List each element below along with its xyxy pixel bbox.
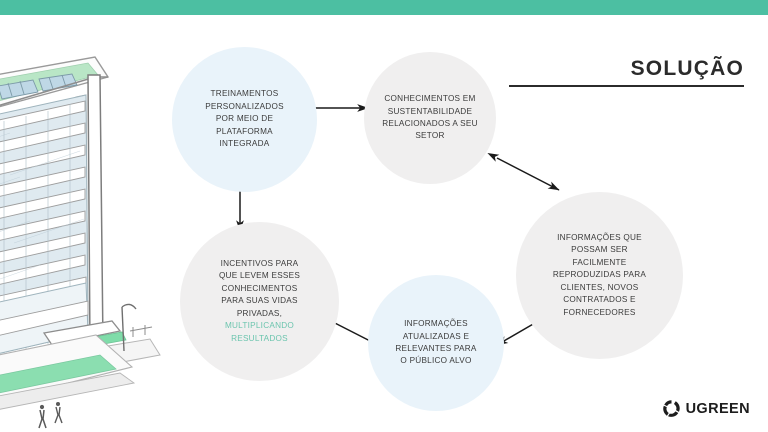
diagram-node-informacoes-atualizadas[interactable]: INFORMAÇÕES ATUALIZADAS E RELEVANTES PAR… — [368, 275, 504, 411]
node-line: RELEVANTES PARA — [395, 344, 477, 353]
node-line: CONTRATADOS E — [563, 295, 636, 305]
node-line: QUE LEVEM ESSES — [218, 271, 301, 281]
node-line: SETOR — [415, 131, 445, 141]
segmented-ring-icon — [662, 400, 680, 417]
node-line: FACILMENTE — [572, 257, 627, 267]
page-title-block: SOLUÇÃO — [509, 58, 744, 87]
node-line: FORNECEDORES — [563, 307, 636, 317]
node-line: RELACIONADOS A SEU — [382, 119, 478, 128]
node-line: POSSAM SER — [571, 245, 628, 255]
diagram-node-informacoes-reproduzidas-label: INFORMAÇÕES QUE POSSAM SER FACILMENTE RE… — [543, 232, 656, 319]
node-line: INTEGRADA — [219, 139, 270, 149]
node-line: INFORMAÇÕES — [404, 319, 468, 329]
node-line: REPRODUZIDAS PARA — [552, 270, 647, 280]
node-accent-line: MULTIPLICANDO — [224, 321, 295, 331]
node-line: CONHECIMENTOS — [221, 283, 298, 293]
diagram-node-conhecimentos[interactable]: CONHECIMENTOS EM SUSTENTABILIDADE RELACI… — [364, 52, 496, 184]
page-title: SOLUÇÃO — [630, 57, 744, 80]
diagram-node-informacoes-atualizadas-label: INFORMAÇÕES ATUALIZADAS E RELEVANTES PAR… — [385, 318, 486, 368]
diagram-node-treinamentos-label: TREINAMENTOS PERSONALIZADOS POR MEIO DE … — [195, 88, 294, 150]
node-line: INFORMAÇÕES QUE — [557, 232, 642, 242]
node-line: ATUALIZADAS E — [402, 331, 470, 341]
node-line: PARA SUAS VIDAS — [221, 296, 298, 306]
node-line: PLATAFORMA — [216, 126, 273, 136]
ugreen-logo: UGREEN — [662, 399, 750, 418]
diagram-node-conhecimentos-label: CONHECIMENTOS EM SUSTENTABILIDADE RELACI… — [372, 93, 488, 143]
node-line: PERSONALIZADOS — [205, 101, 284, 111]
node-line: TREINAMENTOS — [210, 89, 279, 99]
node-line: INCENTIVOS PARA — [220, 258, 299, 268]
diagram-node-treinamentos[interactable]: TREINAMENTOS PERSONALIZADOS POR MEIO DE … — [172, 47, 317, 192]
connector-conhecimentos-reproduzidas — [487, 153, 560, 191]
node-line: CLIENTES, NOVOS — [560, 282, 639, 292]
diagram-node-incentivos[interactable]: INCENTIVOS PARA QUE LEVEM ESSES CONHECIM… — [180, 222, 339, 381]
ugreen-logo-text: UGREEN — [685, 400, 750, 417]
node-line: O PÚBLICO ALVO — [400, 356, 472, 366]
diagram-node-informacoes-reproduzidas[interactable]: INFORMAÇÕES QUE POSSAM SER FACILMENTE RE… — [516, 192, 683, 359]
node-accent-line: RESULTADOS — [231, 333, 288, 343]
title-underline — [509, 85, 744, 87]
node-line: POR MEIO DE — [215, 114, 274, 124]
node-line: SUSTENTABILIDADE — [387, 106, 473, 116]
top-accent-bar — [0, 0, 768, 15]
diagram-node-incentivos-label: INCENTIVOS PARA QUE LEVEM ESSES CONHECIM… — [209, 258, 310, 345]
node-line: PRIVADAS, — [236, 308, 283, 318]
node-line: CONHECIMENTOS EM — [384, 94, 476, 104]
